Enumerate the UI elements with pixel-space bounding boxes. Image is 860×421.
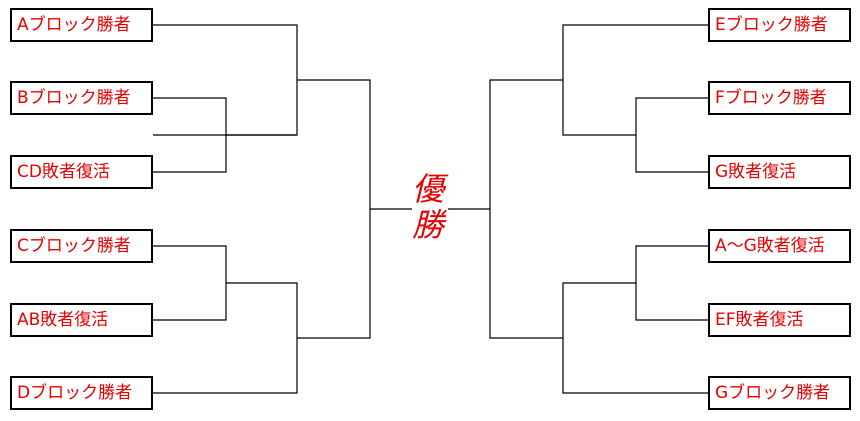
entry-d-block-winner: Dブロック勝者 — [10, 376, 153, 410]
right-bracket-ag-ef — [635, 245, 708, 321]
right-bracket-semifinal — [489, 79, 563, 339]
champion-char-2: 勝 — [412, 206, 445, 244]
entry-f-block-winner: Fブロック勝者 — [708, 81, 851, 115]
left-bracket-ab — [153, 24, 298, 136]
left-bracket-semifinal — [297, 79, 371, 339]
champion-char-1: 優 — [412, 170, 445, 208]
entry-a-g-repechage: A〜G敗者復活 — [708, 229, 851, 263]
entry-e-block-winner: Eブロック勝者 — [708, 8, 851, 42]
entry-ef-repechage: EF敗者復活 — [708, 303, 851, 337]
entry-ab-repechage: AB敗者復活 — [10, 303, 153, 337]
entry-b-block-winner: Bブロック勝者 — [10, 81, 153, 115]
left-bracket-c-ab — [153, 245, 227, 321]
right-bracket-f-g — [635, 97, 708, 173]
entry-a-block-winner: Aブロック勝者 — [10, 8, 153, 42]
left-bracket-cd — [153, 282, 298, 394]
entry-g-block-winner: Gブロック勝者 — [708, 376, 851, 410]
entry-cd-repechage: CD敗者復活 — [10, 155, 153, 189]
right-bracket-gh — [562, 282, 708, 394]
entry-c-block-winner: Cブロック勝者 — [10, 229, 153, 263]
entry-g-repechage: G敗者復活 — [708, 155, 851, 189]
